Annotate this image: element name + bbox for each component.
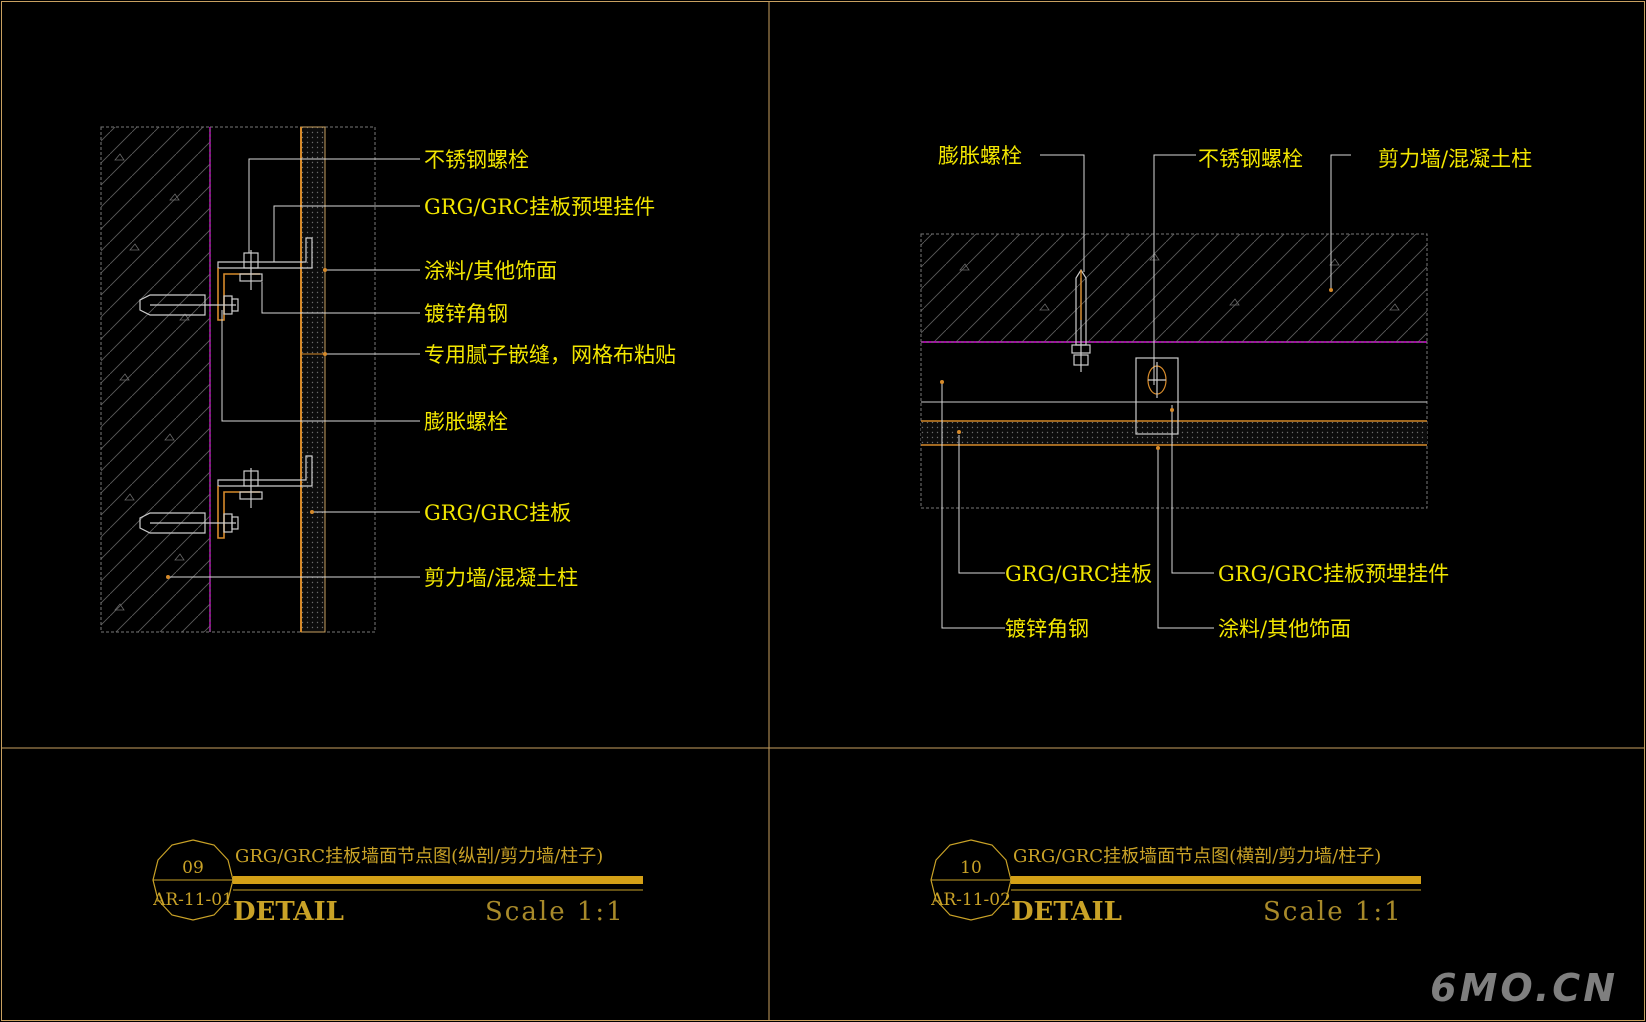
label-angle-steel-right: 镀锌角钢 bbox=[1005, 617, 1089, 641]
label-angle-steel: 镀锌角钢 bbox=[424, 302, 508, 326]
label-expansion-bolt-right: 膨胀螺栓 bbox=[938, 144, 1022, 168]
title-block-left: 09 AR-11-01 GRG/GRC挂板墙面节点图(纵剖/剪力墙/柱子) DE… bbox=[152, 839, 643, 927]
label-shear-wall: 剪力墙/混凝土柱 bbox=[424, 566, 578, 590]
right-section-drawing: 膨胀螺栓 不锈钢螺栓 剪力墙/混凝土柱 GRG/GRC挂板 GRG/GRC挂板预… bbox=[920, 144, 1532, 641]
bracket-assembly-bottom bbox=[139, 455, 313, 539]
label-embedded-fitting: GRG/GRC挂板预埋挂件 bbox=[424, 195, 655, 219]
label-finish-right: 涂料/其他饰面 bbox=[1218, 617, 1351, 641]
detail-number-left: 09 bbox=[182, 858, 204, 878]
label-panel-right: GRG/GRC挂板 bbox=[1005, 562, 1152, 586]
label-panel: GRG/GRC挂板 bbox=[424, 501, 571, 525]
grg-panel-section bbox=[300, 126, 326, 633]
bracket-assembly-top bbox=[139, 237, 313, 321]
left-leaders bbox=[168, 158, 420, 578]
sheet-number-left: AR-11-01 bbox=[152, 890, 233, 910]
label-embedded-fitting-right: GRG/GRC挂板预埋挂件 bbox=[1218, 562, 1449, 586]
label-shear-wall-right: 剪力墙/混凝土柱 bbox=[1378, 147, 1532, 171]
right-leaders bbox=[941, 154, 1351, 629]
detail-caption-left: DETAIL bbox=[233, 897, 344, 927]
label-finish: 涂料/其他饰面 bbox=[424, 259, 557, 283]
left-section-drawing: 不锈钢螺栓 GRG/GRC挂板预埋挂件 涂料/其他饰面 镀锌角钢 专用腻子嵌缝，… bbox=[100, 126, 676, 633]
label-expansion-bolt: 膨胀螺栓 bbox=[424, 410, 508, 434]
detail-title-right: GRG/GRC挂板墙面节点图(横剖/剪力墙/柱子) bbox=[1013, 846, 1381, 867]
embedded-fitting-right bbox=[1135, 357, 1179, 435]
label-putty-joint: 专用腻子嵌缝，网格布粘贴 bbox=[424, 343, 676, 367]
detail-caption-right: DETAIL bbox=[1011, 897, 1122, 927]
expansion-bolt-right bbox=[1071, 268, 1091, 372]
detail-number-right: 10 bbox=[960, 858, 982, 878]
shear-wall-hatch bbox=[100, 126, 211, 633]
label-stainless-bolt-right: 不锈钢螺栓 bbox=[1198, 147, 1303, 171]
detail-scale-right: Scale 1:1 bbox=[1263, 897, 1403, 927]
detail-title-left: GRG/GRC挂板墙面节点图(纵剖/剪力墙/柱子) bbox=[235, 846, 603, 867]
title-block-right: 10 AR-11-02 GRG/GRC挂板墙面节点图(横剖/剪力墙/柱子) DE… bbox=[930, 839, 1421, 927]
shear-wall-hatch-right bbox=[920, 233, 1428, 343]
detail-scale-left: Scale 1:1 bbox=[485, 897, 625, 927]
label-stainless-bolt: 不锈钢螺栓 bbox=[424, 148, 529, 172]
detail-bubble-right bbox=[930, 839, 1012, 921]
watermark: 6MO.CN bbox=[1430, 966, 1618, 1010]
sheet-number-right: AR-11-02 bbox=[930, 890, 1011, 910]
detail-bubble-left bbox=[152, 839, 234, 921]
